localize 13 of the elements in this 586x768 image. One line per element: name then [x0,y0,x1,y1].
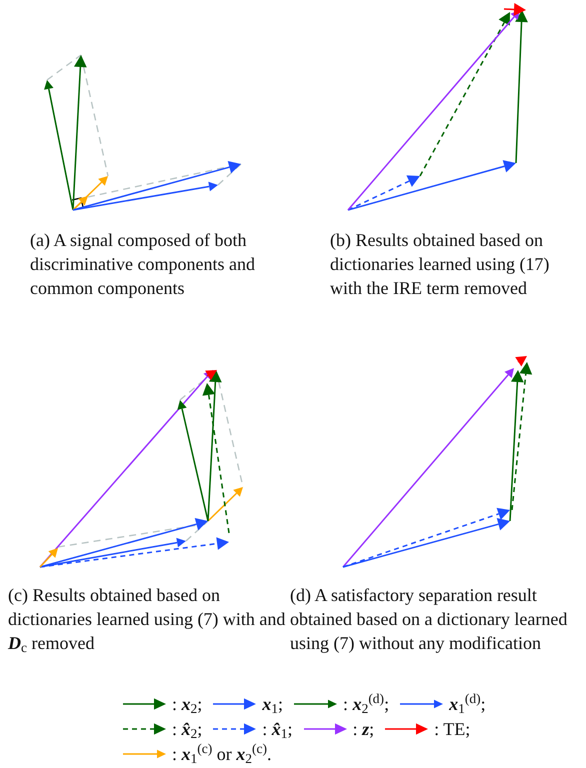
legend-text: : x̂$_{1}$; [262,718,293,740]
legend-text: : x̂$_{2}$; [172,718,202,740]
figure-caption: (c) Results obtained based on dictionaries learned using (7) with and D$_{c}$ removed [8,584,286,655]
legend-text: x$_{1}$; [262,693,284,715]
figure-caption: (d) A satisfactory separation result obtained based on a dictionary learned using (7) without any modification [290,584,568,655]
legend-text: : x$_{2}$; [172,693,202,715]
legend-text: : x$_{2}$$^{(d)}$; [343,693,390,715]
legend-text: x$_{1}$$^{(d)}$; [449,693,486,715]
legend-text: : z; [352,718,374,740]
legend-text: : TE; [434,718,470,740]
figure-caption: (a) A signal composed of both discriminative components and common components [30,229,256,300]
figure-caption: (b) Results obtained based on dictionaries learned using (17) with the IRE term removed [330,229,550,300]
legend-text: : x$_{1}$$^{(c)}$ or x$_{2}$$^{(c)}$. [172,743,272,765]
